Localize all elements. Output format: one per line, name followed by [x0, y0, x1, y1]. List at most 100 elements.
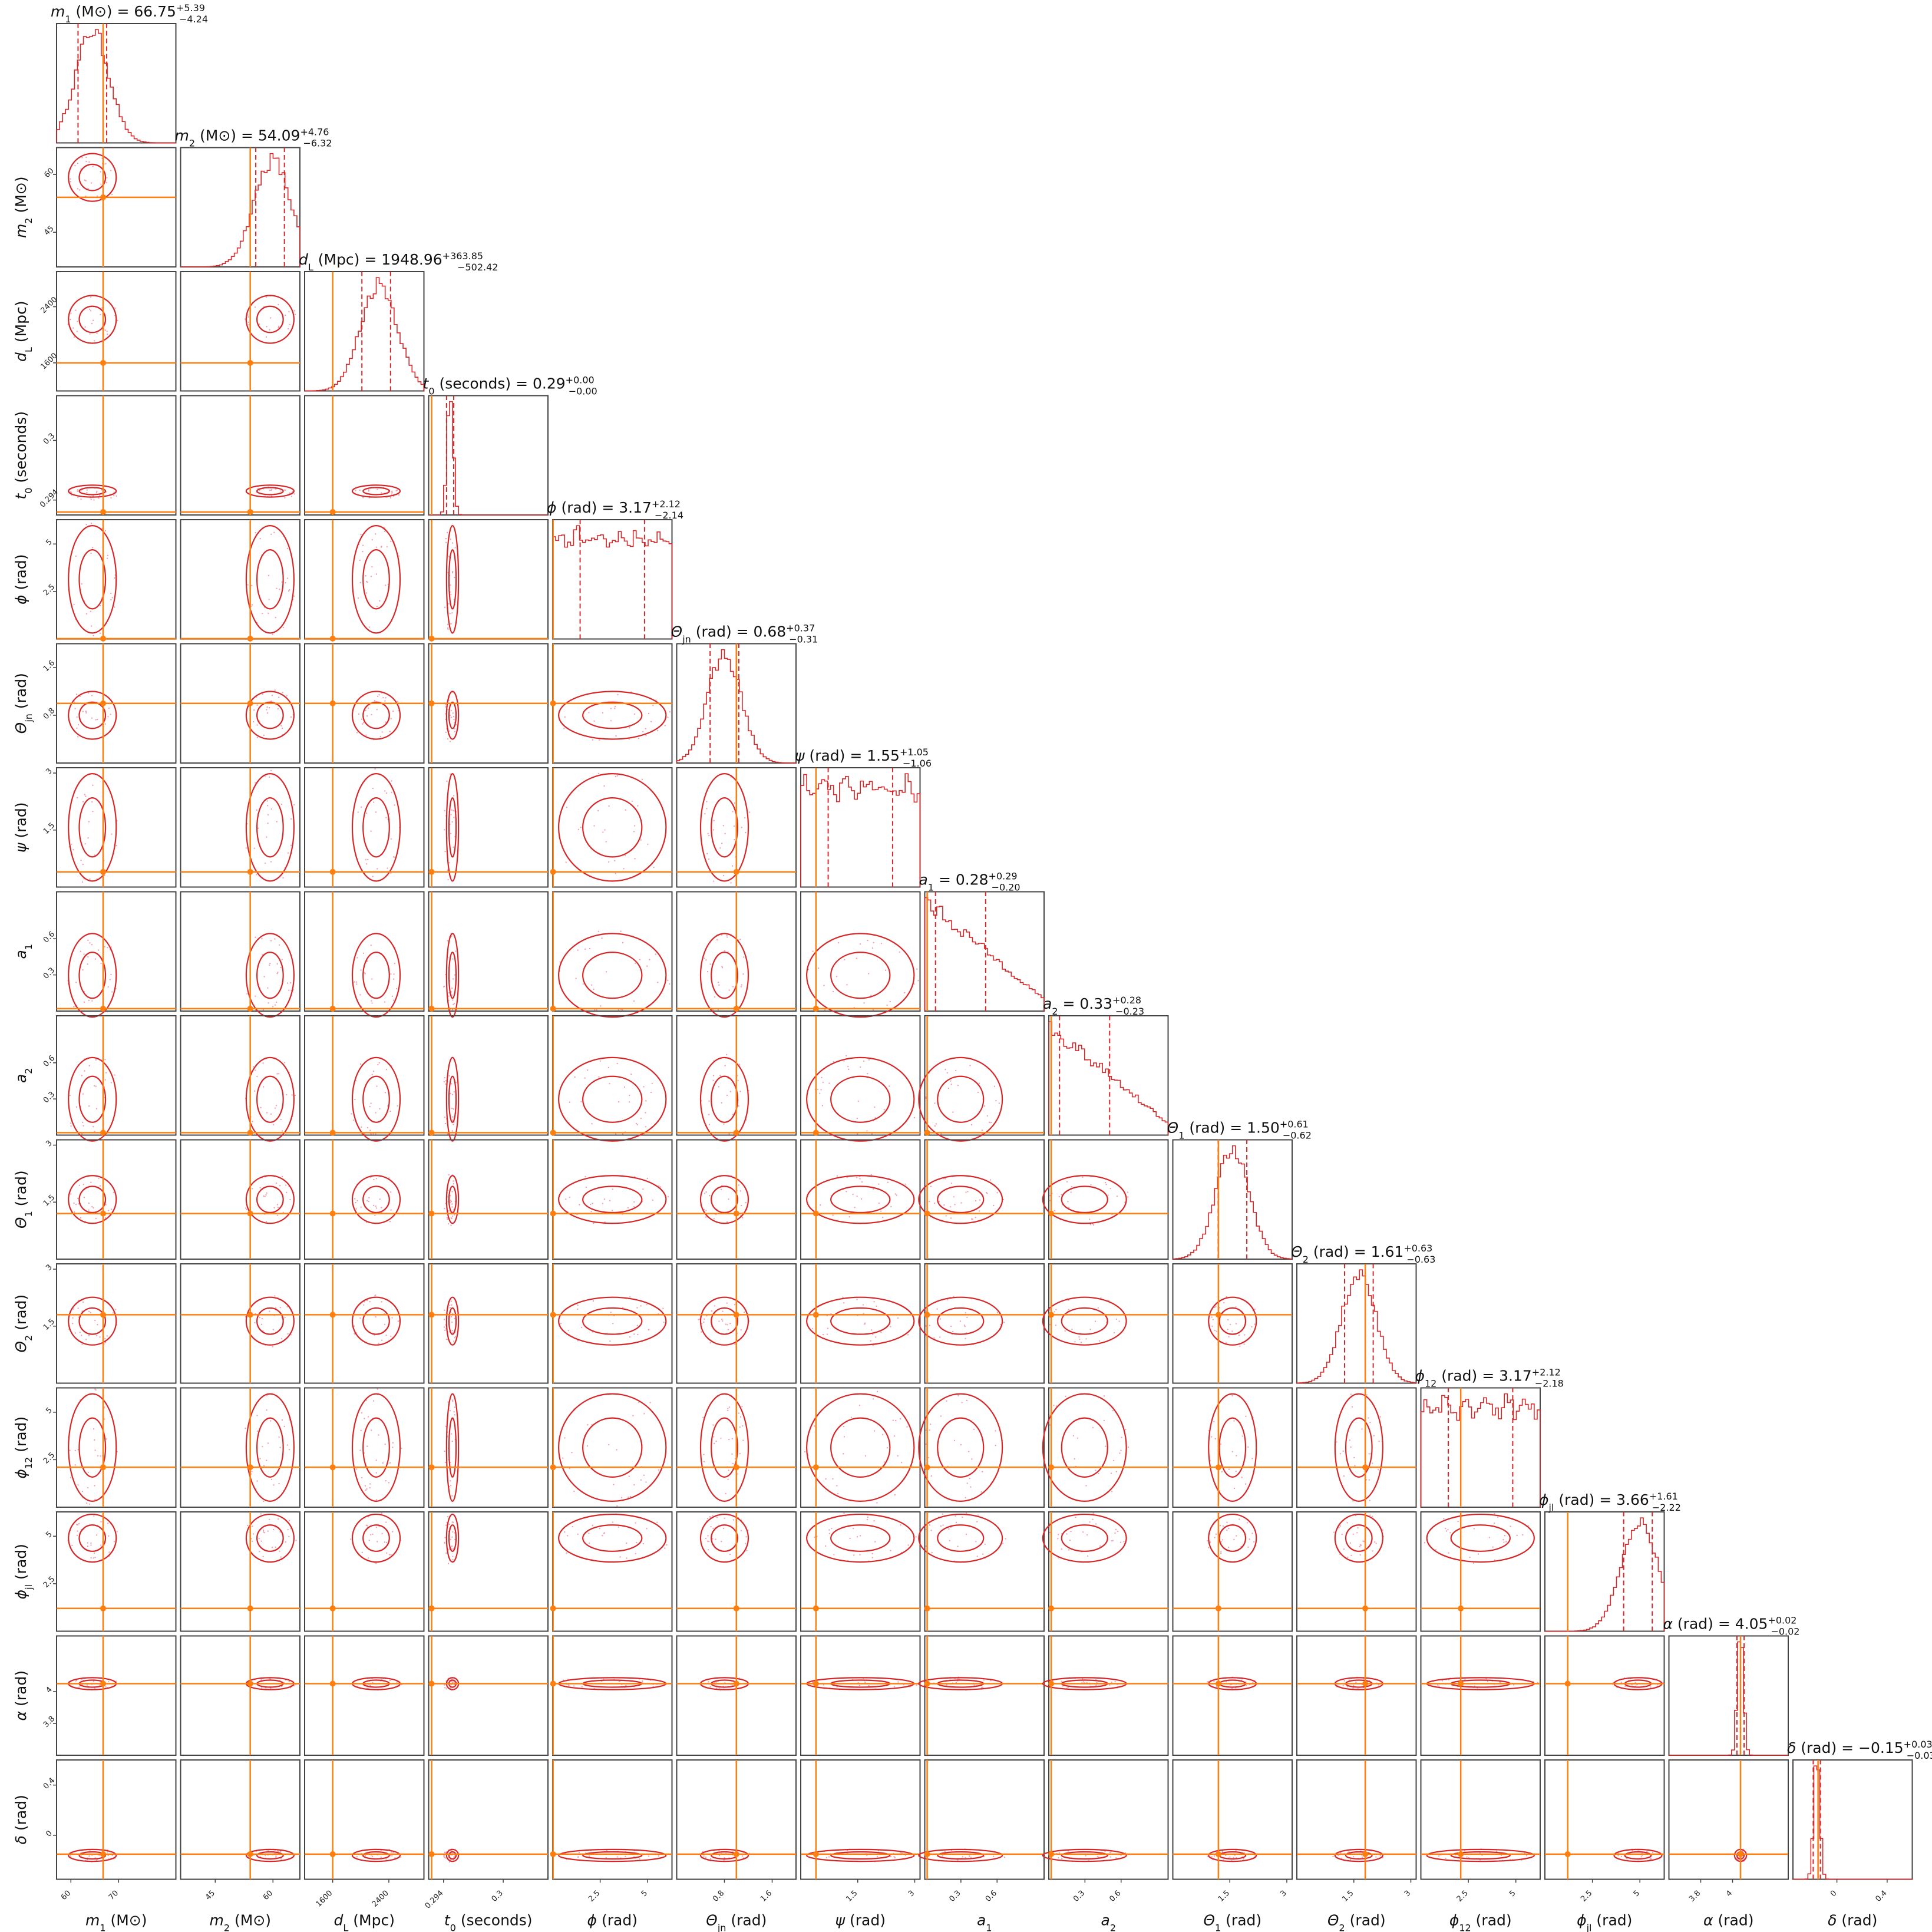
sample-point	[571, 1452, 573, 1454]
sample-point	[389, 1680, 391, 1682]
x-tick-label-t0: 0.3	[490, 1889, 505, 1904]
sample-point	[107, 1854, 109, 1857]
sample-point	[706, 970, 709, 973]
sample-point	[448, 1075, 450, 1077]
sample-point	[1061, 1548, 1062, 1550]
sample-point	[969, 1478, 970, 1479]
sample-point	[704, 957, 705, 959]
sample-point	[703, 1208, 705, 1211]
sample-point	[739, 1190, 741, 1192]
sample-point	[617, 1101, 620, 1103]
sample-point	[950, 1850, 953, 1852]
sample-point	[451, 809, 453, 811]
sample-point	[451, 1216, 454, 1217]
sample-point	[957, 1084, 959, 1086]
sample-point	[262, 693, 264, 695]
sample-point	[1064, 1330, 1066, 1332]
sample-point	[259, 1550, 260, 1553]
sample-point	[1372, 1462, 1373, 1464]
sample-point	[385, 792, 388, 794]
x-tick-label-theta1: 3	[1279, 1889, 1288, 1898]
sample-point	[977, 1091, 979, 1094]
sample-point	[993, 1855, 995, 1858]
sample-point	[450, 539, 451, 540]
sample-point	[1353, 1685, 1355, 1687]
sample-point	[248, 323, 250, 326]
sample-point	[1115, 1857, 1117, 1859]
sample-point	[1228, 1336, 1230, 1337]
sample-point	[1226, 1296, 1227, 1298]
sample-point	[577, 1304, 579, 1306]
sample-point	[278, 1073, 280, 1075]
sample-point	[259, 1187, 261, 1188]
sample-point	[868, 1685, 870, 1687]
truth-marker	[924, 1210, 930, 1217]
sample-point	[454, 1336, 457, 1337]
sample-point	[1115, 1471, 1118, 1472]
sample-point	[390, 973, 392, 975]
truth-marker	[1048, 1464, 1055, 1471]
sample-point	[950, 1080, 952, 1082]
sample-point	[589, 947, 591, 950]
sample-point	[604, 829, 606, 831]
sample-point	[375, 1133, 377, 1135]
sample-point	[453, 1091, 455, 1093]
sample-point	[254, 306, 256, 308]
sample-point	[453, 1108, 454, 1110]
truth-marker	[550, 868, 556, 875]
sample-point	[848, 1216, 850, 1218]
sample-point	[82, 1121, 84, 1124]
sample-point	[93, 1552, 95, 1554]
sample-point	[724, 833, 726, 835]
contour-outer	[351, 1848, 401, 1862]
sample-point	[628, 726, 630, 729]
contour-outer	[445, 1056, 460, 1142]
contour-inner	[830, 1075, 891, 1123]
sample-point	[725, 1492, 726, 1495]
sample-point	[1342, 1450, 1344, 1452]
sample-point	[1074, 1341, 1076, 1343]
sample-point	[87, 963, 88, 965]
sample-point	[732, 1519, 735, 1521]
sample-point	[1373, 1435, 1375, 1436]
histogram-alpha	[1669, 1641, 1788, 1756]
sample-point	[355, 490, 356, 491]
histogram-m2	[180, 153, 300, 267]
sample-point	[1092, 1518, 1094, 1520]
sample-point	[984, 1543, 986, 1545]
sample-point	[713, 1218, 715, 1220]
sample-point	[72, 1323, 74, 1325]
sample-point	[913, 1117, 916, 1118]
sample-point	[105, 1438, 107, 1440]
sample-point	[1003, 1322, 1005, 1323]
sample-point	[577, 1340, 579, 1342]
panel-frame-psi-t0	[428, 767, 549, 888]
contour-outer	[68, 1056, 117, 1142]
sample-point	[365, 1524, 367, 1526]
x-tick-label-phi: 5	[640, 1889, 649, 1898]
sample-point	[957, 1395, 959, 1397]
sample-point	[99, 1336, 101, 1338]
sample-point	[443, 986, 445, 988]
panel-title-phijl: ϕjl (rad) = 3.66+1.61−2.22	[1539, 1491, 1681, 1513]
contour-outer	[351, 1296, 401, 1346]
sample-point	[101, 489, 103, 491]
sample-point	[256, 737, 258, 738]
sample-point	[270, 488, 273, 491]
sample-point	[709, 1194, 711, 1197]
sample-point	[591, 1123, 593, 1125]
sample-point	[610, 708, 612, 709]
panel-frame-t0-m2	[180, 395, 300, 516]
sample-point	[998, 1102, 1000, 1104]
sample-point	[445, 537, 447, 540]
sample-point	[746, 1550, 748, 1551]
sample-point	[375, 573, 378, 575]
sample-point	[451, 1440, 453, 1442]
sample-point	[444, 1117, 445, 1118]
sample-point	[995, 1430, 996, 1432]
sample-point	[1235, 1323, 1237, 1325]
sample-point	[990, 1121, 992, 1124]
sample-point	[270, 700, 272, 702]
sample-point	[1095, 1685, 1097, 1686]
contour-inner	[1218, 1307, 1247, 1335]
